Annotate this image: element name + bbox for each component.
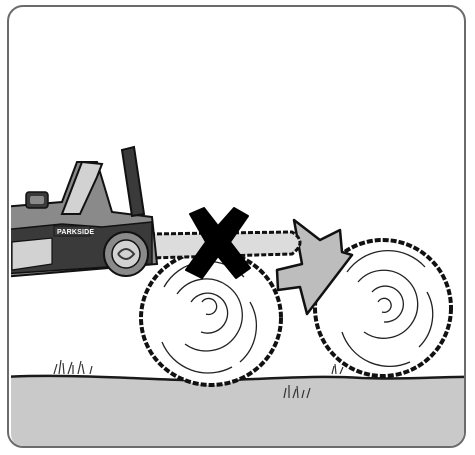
illustration-frame: PARKSIDE xyxy=(7,5,466,448)
brand-label-plate xyxy=(53,225,91,237)
log-left xyxy=(139,249,283,387)
prohibited-cross-icon xyxy=(185,207,251,279)
log-right xyxy=(313,238,453,378)
grass-tufts xyxy=(53,359,344,399)
illustration-canvas: PARKSIDE xyxy=(11,145,464,446)
ground xyxy=(11,374,464,446)
chainsaw: PARKSIDE xyxy=(11,145,302,279)
direction-arrow-icon xyxy=(275,218,354,316)
brand-label: PARKSIDE xyxy=(57,229,94,236)
